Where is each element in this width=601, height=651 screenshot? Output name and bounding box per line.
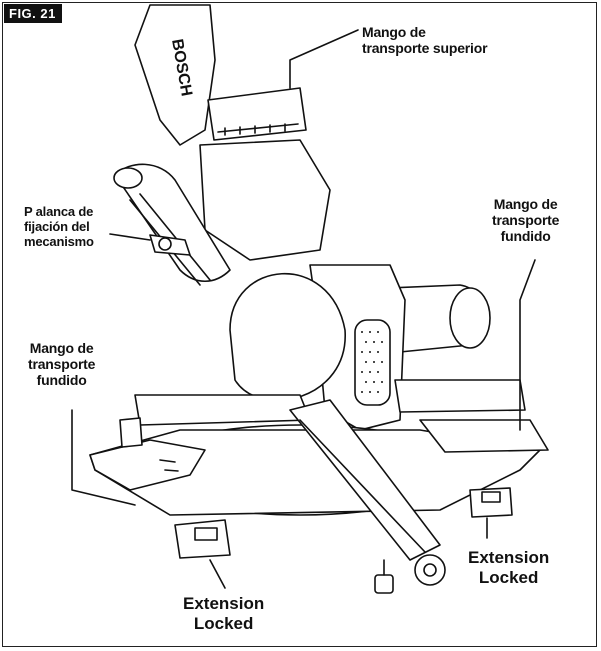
callout-line: Mango de	[362, 24, 426, 40]
callout-line: P alanca de	[24, 204, 94, 219]
callout-line: mecanismo	[24, 233, 94, 249]
callout-top-handle: Mango de transporte superior	[362, 24, 488, 57]
callout-line: transporte	[492, 212, 560, 229]
callout-line: Locked	[193, 613, 254, 633]
callout-line: Locked	[478, 567, 539, 587]
callout-right-extension: Extension Locked	[468, 548, 549, 587]
callout-line: transporte superior	[362, 40, 488, 57]
callout-line: transporte	[28, 356, 96, 373]
callout-line: Extension	[468, 548, 550, 567]
callout-line: Mango de	[29, 340, 94, 356]
figure-tag: FIG. 21	[4, 4, 62, 23]
callout-left-handle: Mango de transporte fundido	[28, 340, 95, 388]
callout-front-extension: Extension Locked	[183, 594, 264, 633]
callout-line: Mango de	[493, 196, 558, 212]
callout-line: fundido	[36, 372, 87, 389]
callout-line: fundido	[500, 228, 551, 245]
callout-right-handle: Mango de transporte fundido	[492, 196, 559, 244]
callout-line: Extension	[183, 594, 265, 613]
callout-bevel-lever: P alanca de fijación del mecanismo	[24, 204, 94, 250]
callout-line: fijación del	[24, 218, 90, 234]
